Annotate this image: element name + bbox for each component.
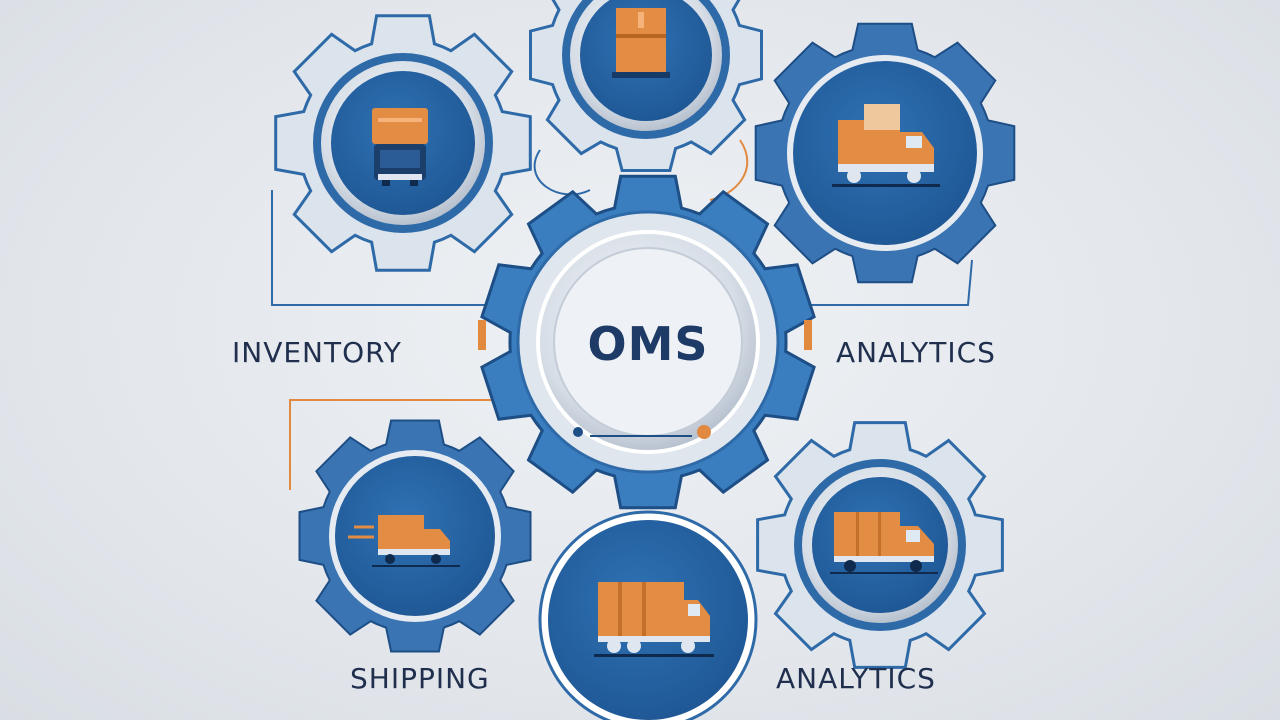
indicator-dot [697, 425, 711, 439]
top-center-gear [529, 0, 763, 172]
cargo-truck-icon [594, 582, 714, 657]
box-stack-icon [612, 8, 670, 78]
analytics-label-bottom: ANALYTICS [776, 662, 936, 695]
analytics-label-top: ANALYTICS [836, 336, 996, 369]
moving-truck-icon [348, 515, 460, 567]
oms-label: OMS [587, 317, 708, 371]
indicator-dot [573, 427, 583, 437]
inventory-label: INVENTORY [232, 336, 402, 369]
truck-front-icon [372, 108, 428, 186]
oms-center-gear [478, 174, 816, 510]
delivery-truck-icon [830, 512, 938, 574]
connector-lines [271, 139, 973, 490]
shipping-label: SHIPPING [350, 662, 490, 695]
delivery-truck-icon [832, 104, 940, 187]
